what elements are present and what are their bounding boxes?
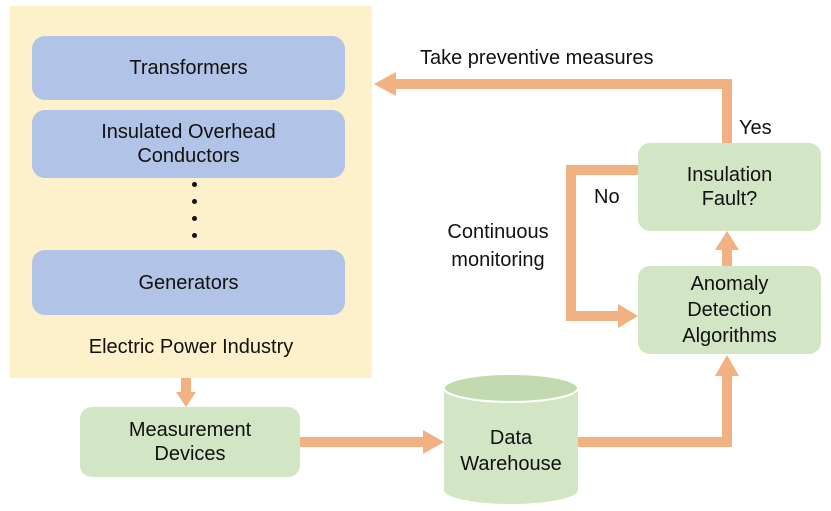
generators-label: Generators — [138, 271, 239, 294]
insulated-overhead-conductors-box: Insulated Overhead Conductors — [32, 110, 345, 178]
measurement-devices-box: Measurement Devices — [80, 407, 300, 477]
arrow-no-loop — [566, 165, 638, 321]
arrow-warehouse-to-anomaly — [578, 374, 732, 447]
continuous-monitoring-label: Continuous monitoring — [447, 221, 549, 271]
insulation-fault-box: Insulation Fault? — [638, 143, 821, 231]
panel-caption: Electric Power Industry — [88, 336, 294, 358]
ellipsis-dots — [192, 182, 198, 242]
data-warehouse-label: Data Warehouse — [460, 427, 562, 475]
data-warehouse-cylinder — [443, 373, 579, 504]
arrowhead-to-warehouse — [423, 430, 444, 454]
preventive-measures-label: Take preventive measures — [420, 47, 654, 69]
arrowhead-to-anomaly — [715, 355, 739, 376]
insulation-fault-label: Insulation Fault? — [686, 164, 773, 210]
arrowhead-to-fault — [715, 231, 739, 250]
arrowhead-no-loop — [618, 304, 638, 328]
anomaly-detection-label: Anomaly Detection Algorithms — [682, 273, 777, 347]
anomaly-detection-box: Anomaly Detection Algorithms — [638, 266, 821, 354]
generators-box: Generators — [32, 250, 345, 315]
insulated-overhead-conductors-label: Insulated Overhead Conductors — [101, 121, 276, 167]
no-label: No — [594, 186, 620, 208]
measurement-devices-label: Measurement Devices — [128, 419, 252, 465]
arrow-fault-to-preventive — [394, 79, 732, 143]
arrowhead-to-measurement — [176, 392, 196, 407]
yes-label: Yes — [739, 117, 772, 139]
transformers-box: Transformers — [32, 36, 345, 100]
arrowhead-to-panel — [374, 72, 396, 96]
transformers-label: Transformers — [129, 57, 248, 79]
